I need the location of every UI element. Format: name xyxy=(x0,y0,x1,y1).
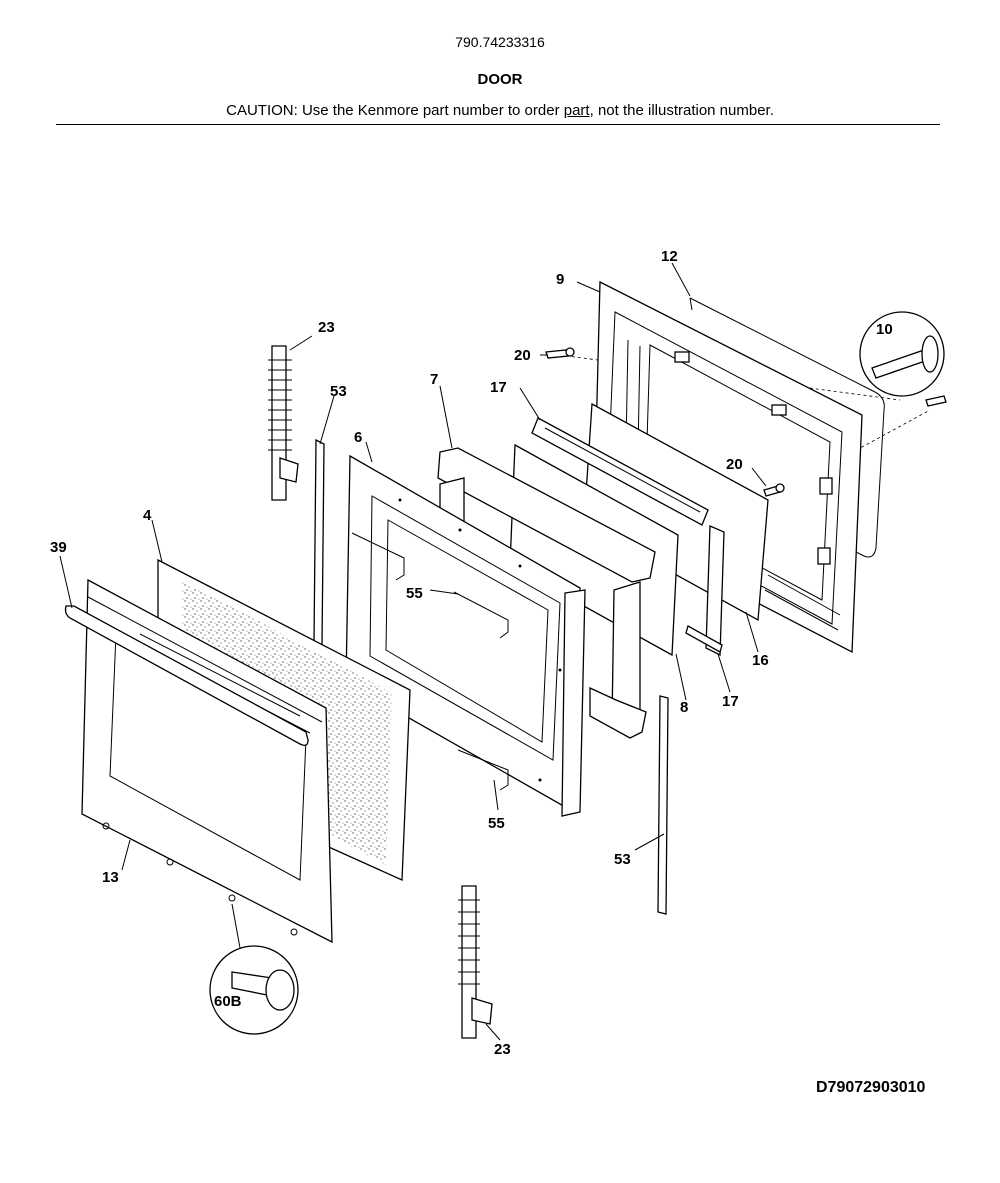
part-17-upper-glass-spacer xyxy=(531,417,709,526)
callout-55-lower: 55 xyxy=(488,815,505,832)
callout-17-lower: 17 xyxy=(722,693,739,710)
header-divider xyxy=(56,124,940,125)
leader-lines xyxy=(59,262,767,1041)
caution-text-start: CAUTION: Use the Kenmore part number to … xyxy=(226,102,564,119)
part-23-upper-hinge xyxy=(268,345,299,501)
callout-7: 7 xyxy=(430,371,438,388)
callout-4: 4 xyxy=(143,507,152,524)
part-12-door-gasket xyxy=(689,297,885,558)
callout-20-right: 20 xyxy=(726,456,743,473)
diagram-code: D79072903010 xyxy=(816,1079,926,1096)
callout-8: 8 xyxy=(680,699,688,716)
part-20-screw-left xyxy=(545,347,575,359)
callout-9: 9 xyxy=(556,271,564,288)
part-55-lower-bracket xyxy=(457,749,509,791)
callout-20-left: 20 xyxy=(514,347,531,364)
part-60b-detail-circle xyxy=(209,945,299,1035)
callout-6: 6 xyxy=(354,429,362,446)
part-39-door-handle xyxy=(64,605,309,746)
callout-53-upper: 53 xyxy=(330,383,347,400)
section-title: DOOR xyxy=(477,71,523,88)
part-53-right-side-trim xyxy=(657,695,669,915)
callout-53-lower: 53 xyxy=(614,851,631,868)
callout-23-upper: 23 xyxy=(318,319,335,336)
model-number: 790.74233316 xyxy=(455,34,545,50)
callout-12: 12 xyxy=(661,248,678,265)
part-55-upper-bracket xyxy=(351,532,509,639)
part-6-inner-door-panel xyxy=(345,454,586,817)
part-53-left-side-trim xyxy=(313,438,325,648)
caution-text-part: part xyxy=(563,102,590,119)
part-23-lower-hinge xyxy=(458,885,493,1039)
part-10-detail-circle xyxy=(859,311,945,397)
part-17-lower-glass-spacer xyxy=(685,525,725,657)
callout-10: 10 xyxy=(876,321,893,338)
callout-16: 16 xyxy=(752,652,769,669)
callout-23-lower: 23 xyxy=(494,1041,511,1058)
part-20-screw-right xyxy=(763,483,785,497)
caution-note: CAUTION: Use the Kenmore part number to … xyxy=(0,102,1000,119)
callout-60b: 60B xyxy=(214,993,242,1010)
callout-39: 39 xyxy=(50,539,67,556)
caution-text-end: , not the illustration number. xyxy=(589,102,774,119)
callout-17-upper: 17 xyxy=(490,379,507,396)
callout-13: 13 xyxy=(102,869,119,886)
callout-55-upper: 55 xyxy=(406,585,423,602)
part-10-screw-detail-small xyxy=(925,395,947,407)
